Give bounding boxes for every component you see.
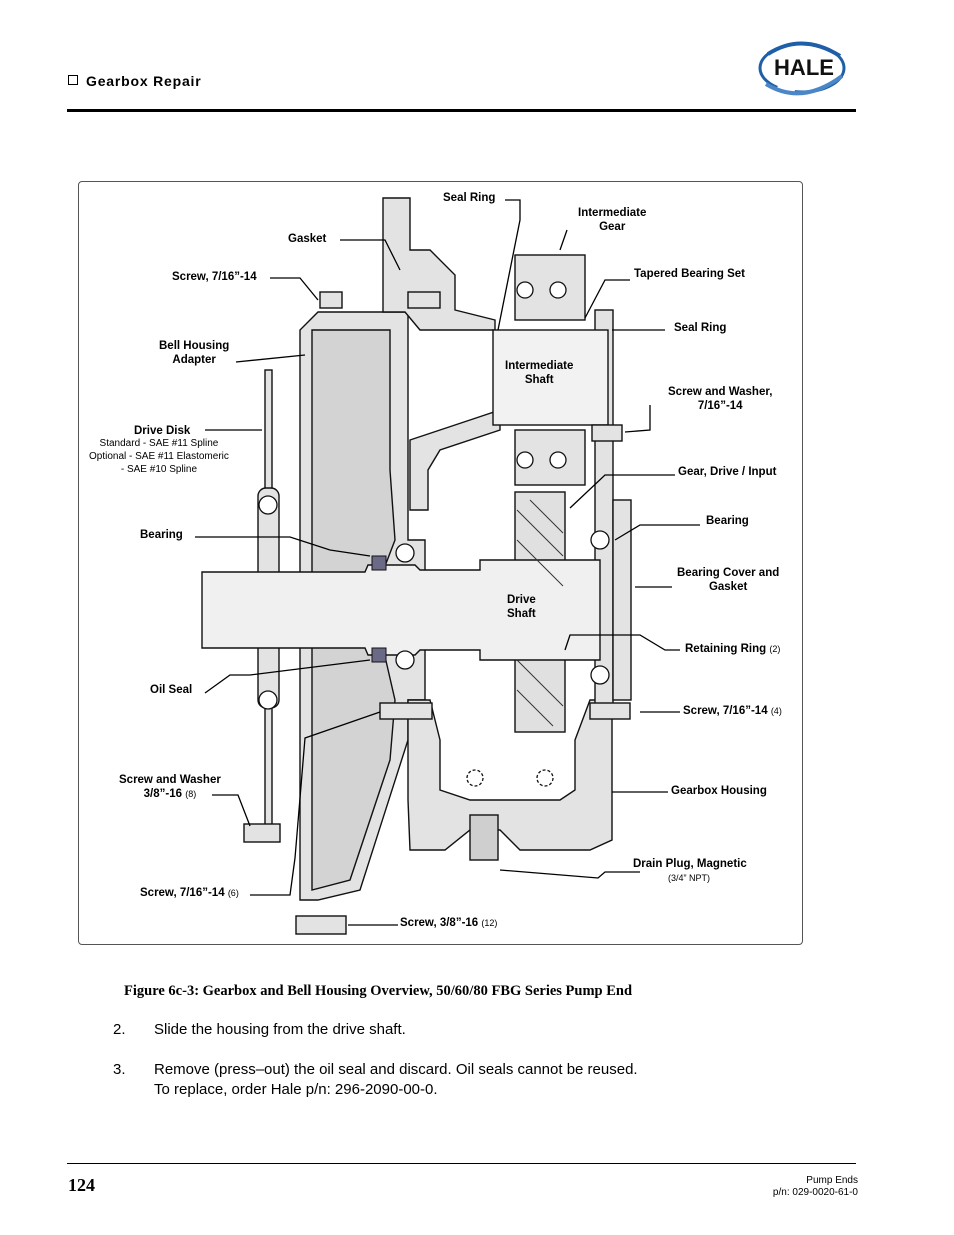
label-seal-ring-top: Seal Ring <box>443 192 496 204</box>
label-oil-seal: Oil Seal <box>150 684 193 696</box>
label-seal-ring-right: Seal Ring <box>674 322 727 334</box>
section-title: Gearbox Repair <box>68 73 201 89</box>
screw-washer-38 <box>243 823 281 843</box>
screw-bottom <box>295 915 347 935</box>
housing-left-wall <box>409 409 501 511</box>
label-screw-716-top: Screw, 7/16”-14 <box>172 271 257 283</box>
header-rule <box>67 109 856 112</box>
label-bearing-cover-gasket: Bearing Cover and Gasket <box>677 567 780 593</box>
footer-part-number: p/n: 029-0020-61-0 <box>772 1187 858 1198</box>
step-2-text: Slide the housing from the drive shaft. <box>154 1021 406 1038</box>
label-gasket: Gasket <box>288 233 327 245</box>
figure-caption: Figure 6c-3: Gearbox and Bell Housing Ov… <box>124 983 633 999</box>
footer-rule <box>67 1163 856 1164</box>
label-bearing-left: Bearing <box>140 529 183 541</box>
bearing-cover <box>612 499 632 701</box>
label-gear-drive-input: Gear, Drive / Input <box>678 466 777 478</box>
screw-middle <box>379 702 433 720</box>
step-3-number: 3. <box>113 1061 126 1078</box>
label-drain-plug-npt: (3/4” NPT) <box>668 873 711 883</box>
page-number: 124 <box>68 1175 95 1195</box>
label-screw-716-right: Screw, 7/16”-14 (4) <box>683 705 782 717</box>
label-intermediate-gear: Intermediate Gear <box>578 207 647 233</box>
screw-top <box>319 291 343 309</box>
label-intermediate-shaft: Intermediate Shaft <box>505 360 574 386</box>
label-gearbox-housing: Gearbox Housing <box>671 785 767 797</box>
label-screw-38-bottom: Screw, 3/8”-16 (12) <box>400 917 498 929</box>
footer-doc-title: Pump Ends <box>806 1175 858 1186</box>
drive-shaft <box>201 559 601 661</box>
label-drive-disk-detail: Standard - SAE #11 Spline Optional - SAE… <box>89 438 229 475</box>
gearbox-diagram <box>195 197 700 935</box>
screw-right <box>589 702 631 720</box>
logo-text: HALE <box>774 55 834 80</box>
label-tapered-bearing-set: Tapered Bearing Set <box>634 268 745 280</box>
label-bearing-right: Bearing <box>706 515 749 527</box>
bullet-box-icon <box>68 75 78 85</box>
hale-logo: HALE <box>752 36 856 102</box>
housing-top-arm <box>382 197 496 331</box>
label-drain-plug: Drain Plug, Magnetic <box>633 858 747 870</box>
step-3-text-line2: To replace, order Hale p/n: 296-2090-00-… <box>154 1081 438 1098</box>
drain-plug <box>469 814 499 861</box>
label-bell-housing-adapter: Bell Housing Adapter <box>159 340 230 366</box>
step-2-number: 2. <box>113 1021 126 1038</box>
label-drive-disk: Drive Disk <box>134 425 191 437</box>
figure-frame <box>78 181 803 945</box>
step-3-text: Remove (press–out) the oil seal and disc… <box>154 1061 638 1078</box>
gearbox-housing-lower <box>407 699 613 851</box>
label-screw-716-bottom: Screw, 7/16”-14 (6) <box>140 887 239 899</box>
label-retaining-ring: Retaining Ring (2) <box>685 643 781 655</box>
label-drive-shaft: Drive Shaft <box>507 594 536 620</box>
screw-top-shank <box>407 291 441 309</box>
screw-washer-right <box>591 424 623 442</box>
label-screw-washer-716: Screw and Washer, 7/16”-14 <box>668 386 773 412</box>
intermediate-shaft <box>492 329 609 426</box>
